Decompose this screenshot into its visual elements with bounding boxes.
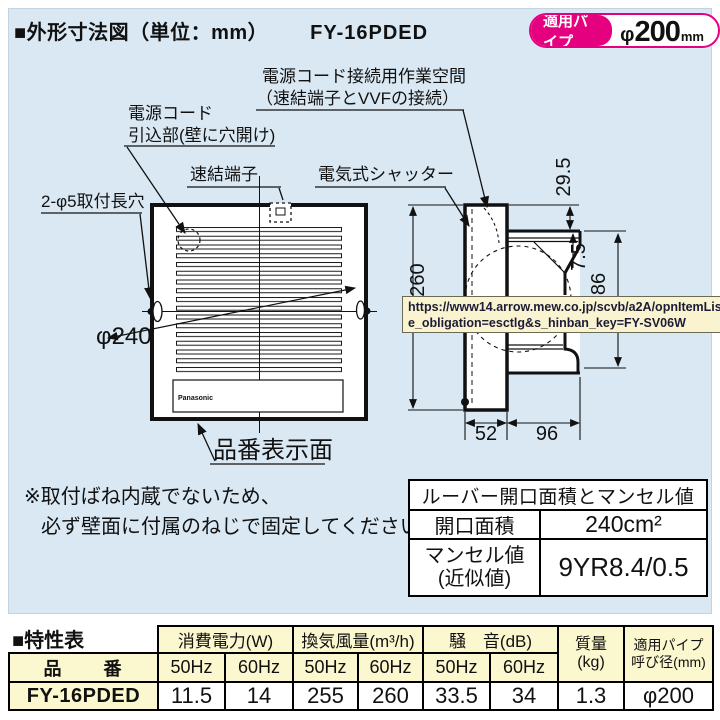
munsell-label-line1: マンセル値 [424, 544, 525, 567]
col-header-mass: 質量 (kg) [557, 625, 623, 681]
spec-table: ■特性表 消費電力(W) 換気風量(m³/h) 騒 音(dB) 質量 (kg) … [8, 625, 714, 711]
badge-value: φ 200 mm [612, 15, 718, 48]
hz-header-1: 60Hz [224, 652, 292, 681]
note-line1: ※取付ばね内蔵でないため、 [24, 486, 281, 508]
note-line2: 必ず壁面に付属のねじで固定してください。 [41, 516, 440, 538]
col-group-noise: 騒 音(dB) [422, 625, 557, 652]
badge-label: 適用パイプ [531, 15, 613, 46]
value-mass: 1.3 [557, 681, 623, 711]
louver-table-title: ルーバー開口面積とマンセル値 [408, 479, 708, 509]
pipe-header-line2: 呼び径(mm) [631, 654, 706, 670]
pipe-diameter: 200 [634, 16, 680, 48]
link-url-tooltip: https://www14.arrow.mew.co.jp/scvb/a2A/o… [402, 296, 720, 333]
munsell-value: 9YR8.4/0.5 [539, 538, 708, 597]
model-number: FY-16PDED [310, 22, 429, 44]
value-power-60hz: 14 [224, 681, 292, 711]
page-title: ■外形寸法図（単位：mm） [14, 22, 269, 44]
tooltip-line1: https://www14.arrow.mew.co.jp/scvb/a2A/o… [408, 300, 720, 314]
page-header: ■外形寸法図（単位：mm） FY-16PDED [14, 16, 428, 45]
opening-area-value: 240cm² [539, 509, 708, 538]
value-noise-60hz: 34 [489, 681, 557, 711]
col-group-airflow: 換気風量(m³/h) [292, 625, 422, 652]
spec-table-title: ■特性表 [12, 630, 85, 652]
phi-symbol: φ [620, 24, 635, 46]
opening-area-label: 開口面積 [408, 509, 539, 538]
hz-header-2: 50Hz [292, 652, 357, 681]
louver-munsell-table: ルーバー開口面積とマンセル値 開口面積 240cm² マンセル値 (近似値) 9… [408, 479, 708, 597]
pipe-header-line1: 適用パイプ [633, 637, 704, 653]
hz-header-0: 50Hz [157, 652, 224, 681]
mass-header-line2: (kg) [577, 654, 605, 671]
munsell-label: マンセル値 (近似値) [408, 538, 539, 597]
value-power-50hz: 11.5 [157, 681, 224, 711]
hz-header-3: 60Hz [357, 652, 422, 681]
col-header-pipe: 適用パイプ 呼び径(mm) [623, 625, 714, 681]
value-pipe: φ200 [623, 681, 714, 711]
pipe-size-badge: 適用パイプ φ 200 mm [529, 13, 720, 48]
value-airflow-60hz: 260 [357, 681, 422, 711]
munsell-label-line2: (近似値) [437, 567, 512, 590]
mass-header-line1: 質量 [574, 636, 607, 653]
caution-note: ※取付ばね内蔵でないため、 必ず壁面に付属のねじで固定してください。 [24, 482, 440, 542]
tooltip-line2: e_obligation=esctlg&s_hinban_key=FY-SV06… [408, 316, 686, 330]
hz-header-5: 60Hz [489, 652, 557, 681]
pipe-unit: mm [680, 29, 704, 44]
col-group-power: 消費電力(W) [157, 625, 292, 652]
value-noise-50hz: 33.5 [422, 681, 489, 711]
model-cell: FY-16PDED [8, 681, 157, 711]
col-header-model: 品 番 [8, 652, 157, 681]
hz-header-4: 50Hz [422, 652, 489, 681]
value-airflow-50hz: 255 [292, 681, 357, 711]
